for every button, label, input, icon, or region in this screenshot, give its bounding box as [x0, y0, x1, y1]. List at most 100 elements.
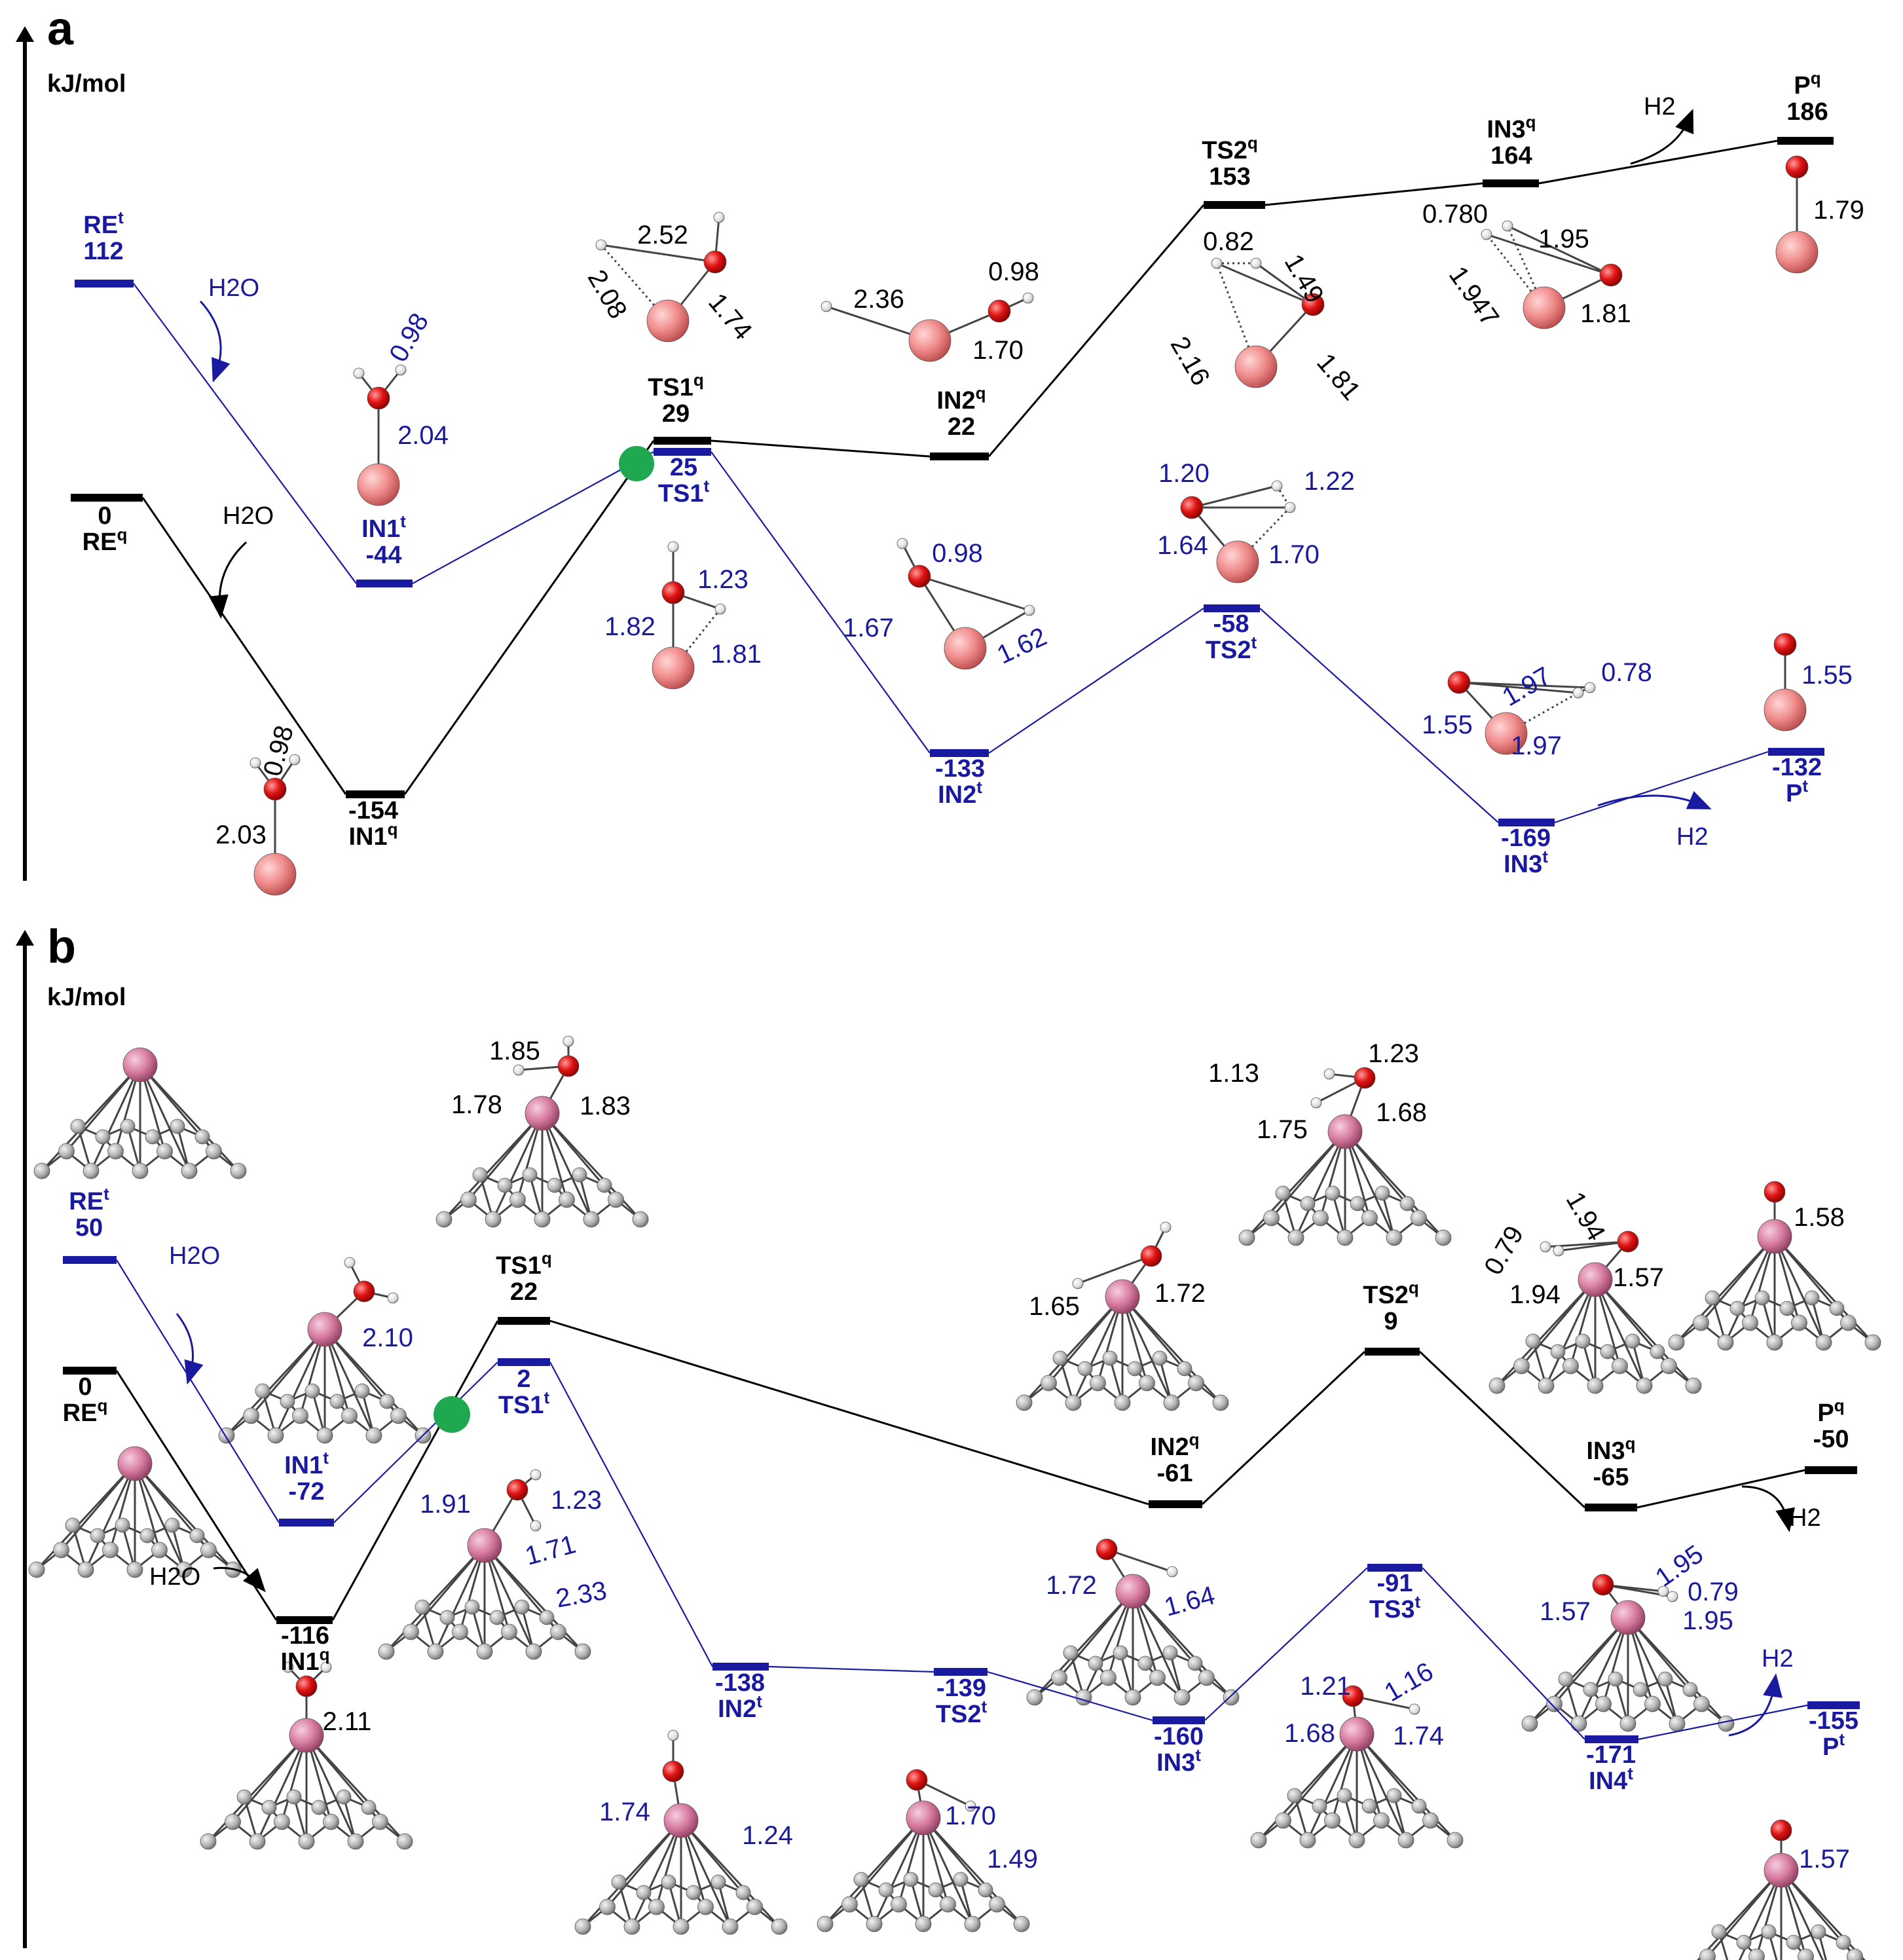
carbon-atom — [1102, 1350, 1118, 1366]
oxygen-atom — [1447, 671, 1471, 694]
distance-IN3t-3: 1.97 — [1511, 731, 1562, 760]
carbon-atom — [1525, 1333, 1541, 1349]
carbon-atom — [145, 1129, 160, 1145]
distance-TS2q-3: 1.81 — [1311, 348, 1366, 406]
carbon-atom — [1361, 1210, 1378, 1227]
bond — [1553, 1617, 1629, 1705]
molecule-Pq — [1668, 1181, 1881, 1351]
hydrogen-atom — [282, 1661, 294, 1673]
distance-IN1t-0: 0.98 — [384, 308, 434, 367]
molecule-Pt — [1764, 633, 1807, 731]
carbon-atom — [1422, 1812, 1439, 1829]
connectors-b — [115, 1259, 1808, 1741]
molecule-TS2t — [817, 1769, 1030, 1932]
spin-crossing-marker-b — [434, 1396, 470, 1433]
level-labels-b: REq0IN1q-116TS1q22IN2q-61TS2q9IN3q-65Pq-… — [63, 1184, 1858, 1795]
metal-atom — [908, 319, 951, 362]
carbon-atom — [1013, 1915, 1030, 1932]
carbon-atom — [1399, 1196, 1415, 1211]
bond — [1594, 1279, 1646, 1386]
oxygen-atom — [1354, 1067, 1376, 1089]
molecules-a — [249, 155, 1819, 896]
carbon-atom — [311, 1800, 327, 1815]
carbon-atom — [261, 1800, 277, 1815]
hydrogen-atom — [713, 212, 725, 223]
carbon-atom — [1742, 1314, 1758, 1331]
panel-letter-b: b — [47, 921, 76, 973]
carbon-atom — [525, 1643, 542, 1660]
carbon-atom — [176, 1561, 193, 1578]
level-value-IN1q: -116 — [281, 1622, 329, 1650]
bond — [1356, 1733, 1456, 1841]
bond — [256, 1735, 308, 1842]
distance-IN3q-2: 1.94 — [1509, 1280, 1561, 1309]
carbon-atom — [243, 1407, 259, 1424]
carbon-atom — [1779, 1301, 1795, 1316]
molecule-Pq — [1775, 155, 1819, 274]
bond — [1257, 1733, 1358, 1841]
bond — [1058, 1591, 1134, 1678]
hydrogen-atom — [530, 1520, 542, 1532]
carbon-atom — [964, 1915, 981, 1932]
carbon-atom — [632, 1211, 649, 1228]
h2o-arrow-quintet-b — [213, 1566, 266, 1593]
metal-atom — [1216, 540, 1259, 583]
distance-IN2q-1: 0.98 — [988, 257, 1039, 286]
level-value-TS2q: 153 — [1209, 163, 1250, 191]
carbon-atom — [686, 1885, 701, 1900]
metal-atom — [1757, 1219, 1792, 1254]
carbon-atom — [1447, 1832, 1464, 1849]
hydrogen-atom — [1323, 1068, 1335, 1080]
connector-triplet — [1554, 750, 1769, 824]
level-value-IN1t: -44 — [366, 542, 402, 569]
bond — [1458, 681, 1591, 689]
metal-atom — [652, 646, 695, 690]
carbon-atom — [464, 1599, 480, 1615]
carbon-atom — [274, 1813, 290, 1830]
level-value-IN4t: -171 — [1586, 1741, 1636, 1769]
distance-TS1q-1: 1.78 — [451, 1090, 502, 1119]
carbon-atom — [1693, 1695, 1710, 1712]
hydrogen-atom — [1160, 1221, 1172, 1233]
level-value-TS1t: 25 — [670, 454, 697, 481]
bond — [1545, 1279, 1597, 1386]
molecules-b — [28, 1035, 1881, 1960]
level-label-IN3t: IN3t-160 — [1154, 1723, 1204, 1777]
carbon-atom — [472, 1167, 488, 1183]
carbon-atom — [608, 1191, 624, 1208]
carbon-atom — [1538, 1377, 1555, 1394]
metal-atom — [944, 627, 987, 670]
metal-atom — [1339, 1716, 1375, 1752]
carbon-atom — [1113, 1645, 1128, 1661]
carbon-atom — [390, 1407, 407, 1424]
molecule-IN2q — [821, 292, 1034, 362]
level-label-IN4t: IN4t-171 — [1586, 1741, 1636, 1795]
h2-arrow-triplet-a — [1597, 790, 1712, 809]
molecule-TS1t — [652, 541, 726, 690]
carbon-atom — [1090, 1375, 1106, 1392]
level-value-REq: 0 — [78, 1373, 92, 1401]
distance-IN1t-0: 2.10 — [362, 1323, 413, 1352]
molecule-TS2q — [1211, 257, 1325, 388]
bond — [84, 1463, 136, 1570]
oxygen-atom — [1770, 1819, 1792, 1841]
carbon-atom — [539, 1610, 555, 1625]
panel-letter-a: a — [47, 3, 74, 55]
carbon-atom — [735, 1885, 751, 1900]
connector-quintet — [711, 439, 931, 458]
carbon-atom — [853, 1872, 869, 1887]
level-name-Pt: Pt — [1786, 776, 1808, 807]
level-value-Pt: -132 — [1772, 754, 1822, 781]
carbon-atom — [661, 1874, 676, 1890]
oxygen-atom — [295, 1675, 318, 1697]
carbon-atom — [1173, 1689, 1191, 1706]
hydrogen-atom — [249, 757, 261, 769]
carbon-atom — [1612, 1358, 1628, 1375]
carbon-atom — [336, 1789, 352, 1805]
carbon-atom — [1386, 1229, 1403, 1246]
bond — [323, 1329, 375, 1436]
